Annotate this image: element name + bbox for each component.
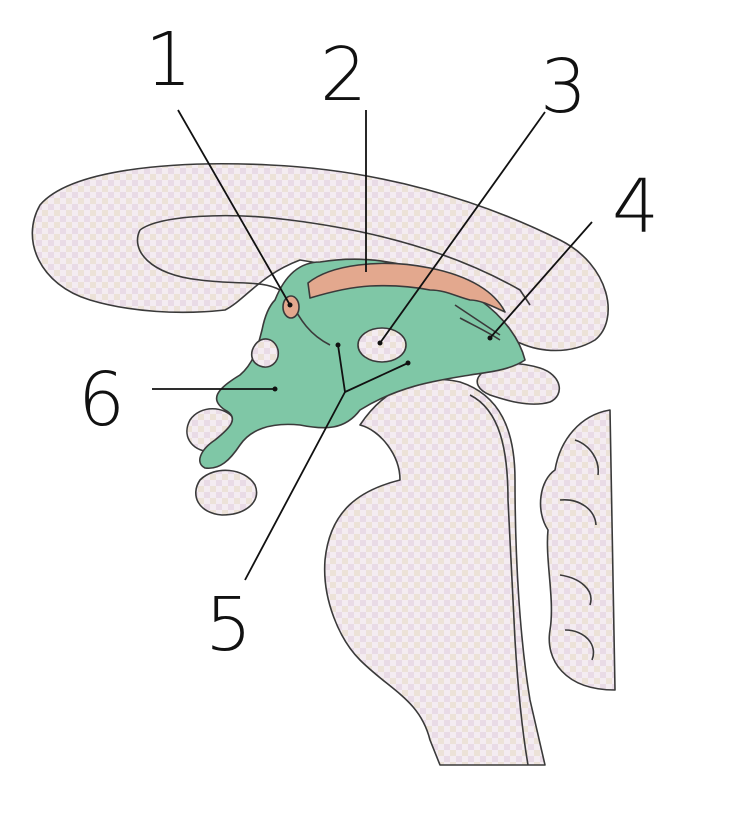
cerebellum-folia <box>559 439 600 661</box>
leader-dot-3 <box>377 340 383 346</box>
label-6: 6 <box>78 357 125 443</box>
label-1: 1 <box>145 17 192 103</box>
choroid-plexus <box>307 262 506 313</box>
label-3: 3 <box>540 44 587 130</box>
leader-line-1 <box>177 109 291 306</box>
central-canal <box>469 394 529 766</box>
label-4: 4 <box>612 164 659 250</box>
inner-contour <box>139 214 531 306</box>
anterior-recess <box>250 338 280 368</box>
leader-dot-5a <box>335 342 341 348</box>
leader-dot-1 <box>287 302 293 308</box>
leader-dot-4 <box>487 335 493 341</box>
leader-dot-5b <box>405 360 411 366</box>
leader-line-3 <box>379 111 546 344</box>
corpus-callosum <box>136 229 281 291</box>
leader-line-4 <box>489 221 593 339</box>
label-2: 2 <box>320 32 367 118</box>
leader-dot-6 <box>272 386 278 392</box>
label-5: 5 <box>205 582 252 668</box>
cerebellum <box>539 409 616 691</box>
brainstem <box>323 378 546 766</box>
lower-lobe-bottom <box>195 469 258 516</box>
leader-line-5b <box>344 362 409 393</box>
interthalamic-adhesion <box>357 327 407 363</box>
